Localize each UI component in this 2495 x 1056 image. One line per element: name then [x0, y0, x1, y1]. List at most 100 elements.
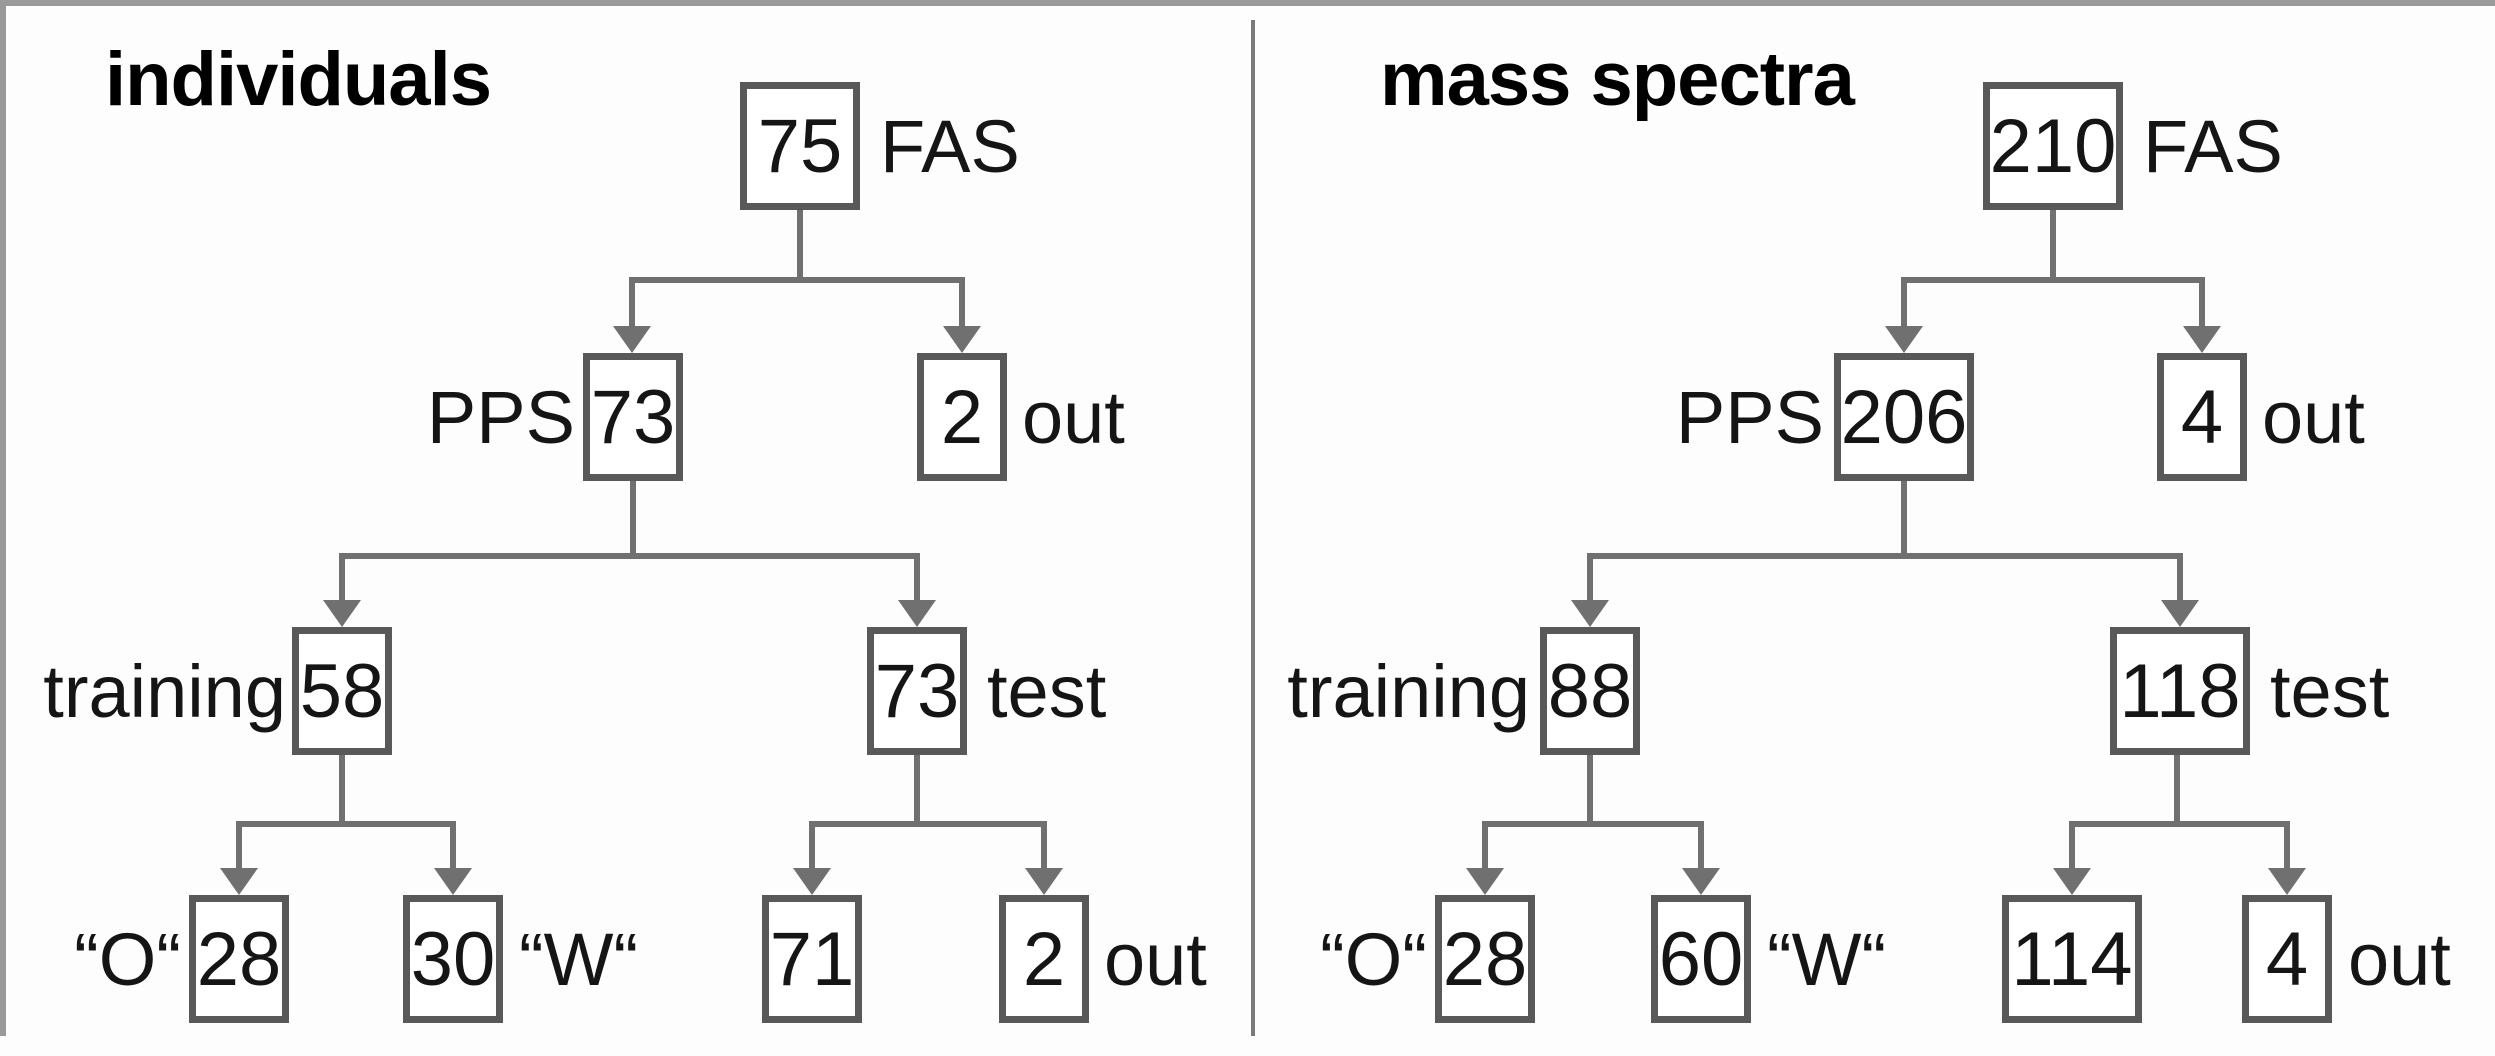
node-label-o: “O“ [74, 917, 181, 1001]
node-label-training: training [1287, 649, 1530, 733]
figure-left-edge [0, 0, 6, 1036]
node-value: 210 [1989, 103, 2117, 189]
connector-bar [1587, 553, 2183, 559]
node-value: 30 [410, 916, 496, 1002]
node-label-out-top: out [1022, 375, 1125, 459]
node-value: 60 [1658, 916, 1744, 1002]
connector-arm [809, 827, 815, 868]
connector-arm [2069, 827, 2075, 868]
node-box-training-count: 88 [1540, 627, 1640, 755]
arrow-down-icon [220, 868, 258, 895]
connector-stem [1901, 481, 1907, 559]
node-box-test-kept-count: 114 [2002, 895, 2142, 1023]
node-box-fas-count: 210 [1983, 82, 2123, 210]
node-label-w: “W“ [1767, 917, 1887, 1001]
connector-arm [450, 827, 456, 868]
connector-arm [2199, 283, 2205, 326]
node-value: 4 [2265, 916, 2309, 1002]
arrow-down-icon [1571, 600, 1609, 627]
arrow-down-icon [943, 326, 981, 353]
node-box-out-bottom-count: 4 [2242, 895, 2332, 1023]
connector-stem [2174, 755, 2180, 827]
node-box-fas-count: 75 [740, 82, 860, 210]
figure-top-edge [0, 0, 2495, 6]
node-box-o-count: 28 [189, 895, 289, 1023]
connector-arm [1698, 827, 1704, 868]
node-label-out-bottom: out [1104, 917, 1207, 1001]
node-value: 75 [757, 103, 843, 189]
connector-arm [2177, 559, 2183, 600]
node-label-out-bottom: out [2348, 917, 2451, 1001]
node-label-o: “O“ [1320, 917, 1427, 1001]
node-value: 73 [590, 374, 676, 460]
connector-bar [339, 553, 920, 559]
node-value: 4 [2180, 374, 2224, 460]
arrow-down-icon [1682, 868, 1720, 895]
node-box-test-count: 73 [867, 627, 967, 755]
node-label-w: “W“ [519, 917, 639, 1001]
node-value: 118 [2119, 648, 2241, 734]
connector-stem [797, 210, 803, 283]
node-label-fas: FAS [2143, 104, 2283, 188]
arrow-down-icon [2161, 600, 2199, 627]
node-box-out-bottom-count: 2 [999, 895, 1089, 1023]
node-label-out-top: out [2262, 375, 2365, 459]
node-box-w-count: 60 [1651, 895, 1751, 1023]
node-value: 58 [299, 648, 385, 734]
connector-stem [2050, 210, 2056, 283]
connector-stem [1587, 755, 1593, 827]
node-value: 2 [940, 374, 984, 460]
connector-bar [236, 821, 456, 827]
arrow-down-icon [1025, 868, 1063, 895]
panel-title-individuals: individuals [105, 37, 492, 122]
arrow-down-icon [2268, 868, 2306, 895]
node-box-pps-count: 206 [1834, 353, 1974, 481]
connector-arm [236, 827, 242, 868]
connector-arm [2284, 827, 2290, 868]
node-value: 28 [1442, 916, 1528, 1002]
connector-arm [959, 283, 965, 326]
node-box-out-top-count: 4 [2157, 353, 2247, 481]
node-value: 206 [1840, 374, 1968, 460]
connector-arm [914, 559, 920, 600]
connector-bar [809, 821, 1047, 827]
node-box-o-count: 28 [1435, 895, 1535, 1023]
node-label-training: training [43, 649, 286, 733]
node-box-test-kept-count: 71 [762, 895, 862, 1023]
connector-stem [630, 481, 636, 559]
node-value: 114 [2011, 916, 2133, 1002]
node-value: 71 [769, 916, 855, 1002]
node-label-test: test [2270, 649, 2390, 733]
panel-title-mass-spectra: mass spectra [1380, 37, 1855, 122]
panel-divider [1251, 20, 1255, 1036]
node-label-pps: PPS [426, 375, 575, 459]
node-box-out-top-count: 2 [917, 353, 1007, 481]
connector-bar [1901, 277, 2205, 283]
node-box-training-count: 58 [292, 627, 392, 755]
connector-arm [1482, 827, 1488, 868]
connector-arm [629, 283, 635, 326]
arrow-down-icon [1466, 868, 1504, 895]
connector-arm [1901, 283, 1907, 326]
connector-stem [914, 755, 920, 827]
arrow-down-icon [793, 868, 831, 895]
connector-stem [339, 755, 345, 827]
node-label-pps: PPS [1675, 375, 1824, 459]
node-box-w-count: 30 [403, 895, 503, 1023]
node-value: 2 [1022, 916, 1066, 1002]
arrow-down-icon [2183, 326, 2221, 353]
connector-arm [1041, 827, 1047, 868]
node-label-fas: FAS [880, 104, 1020, 188]
node-box-test-count: 118 [2110, 627, 2250, 755]
arrow-down-icon [2053, 868, 2091, 895]
arrow-down-icon [434, 868, 472, 895]
node-value: 73 [874, 648, 960, 734]
connector-arm [339, 559, 345, 600]
node-label-test: test [987, 649, 1107, 733]
connector-bar [2069, 821, 2290, 827]
arrow-down-icon [323, 600, 361, 627]
connector-arm [1587, 559, 1593, 600]
arrow-down-icon [898, 600, 936, 627]
arrow-down-icon [613, 326, 651, 353]
